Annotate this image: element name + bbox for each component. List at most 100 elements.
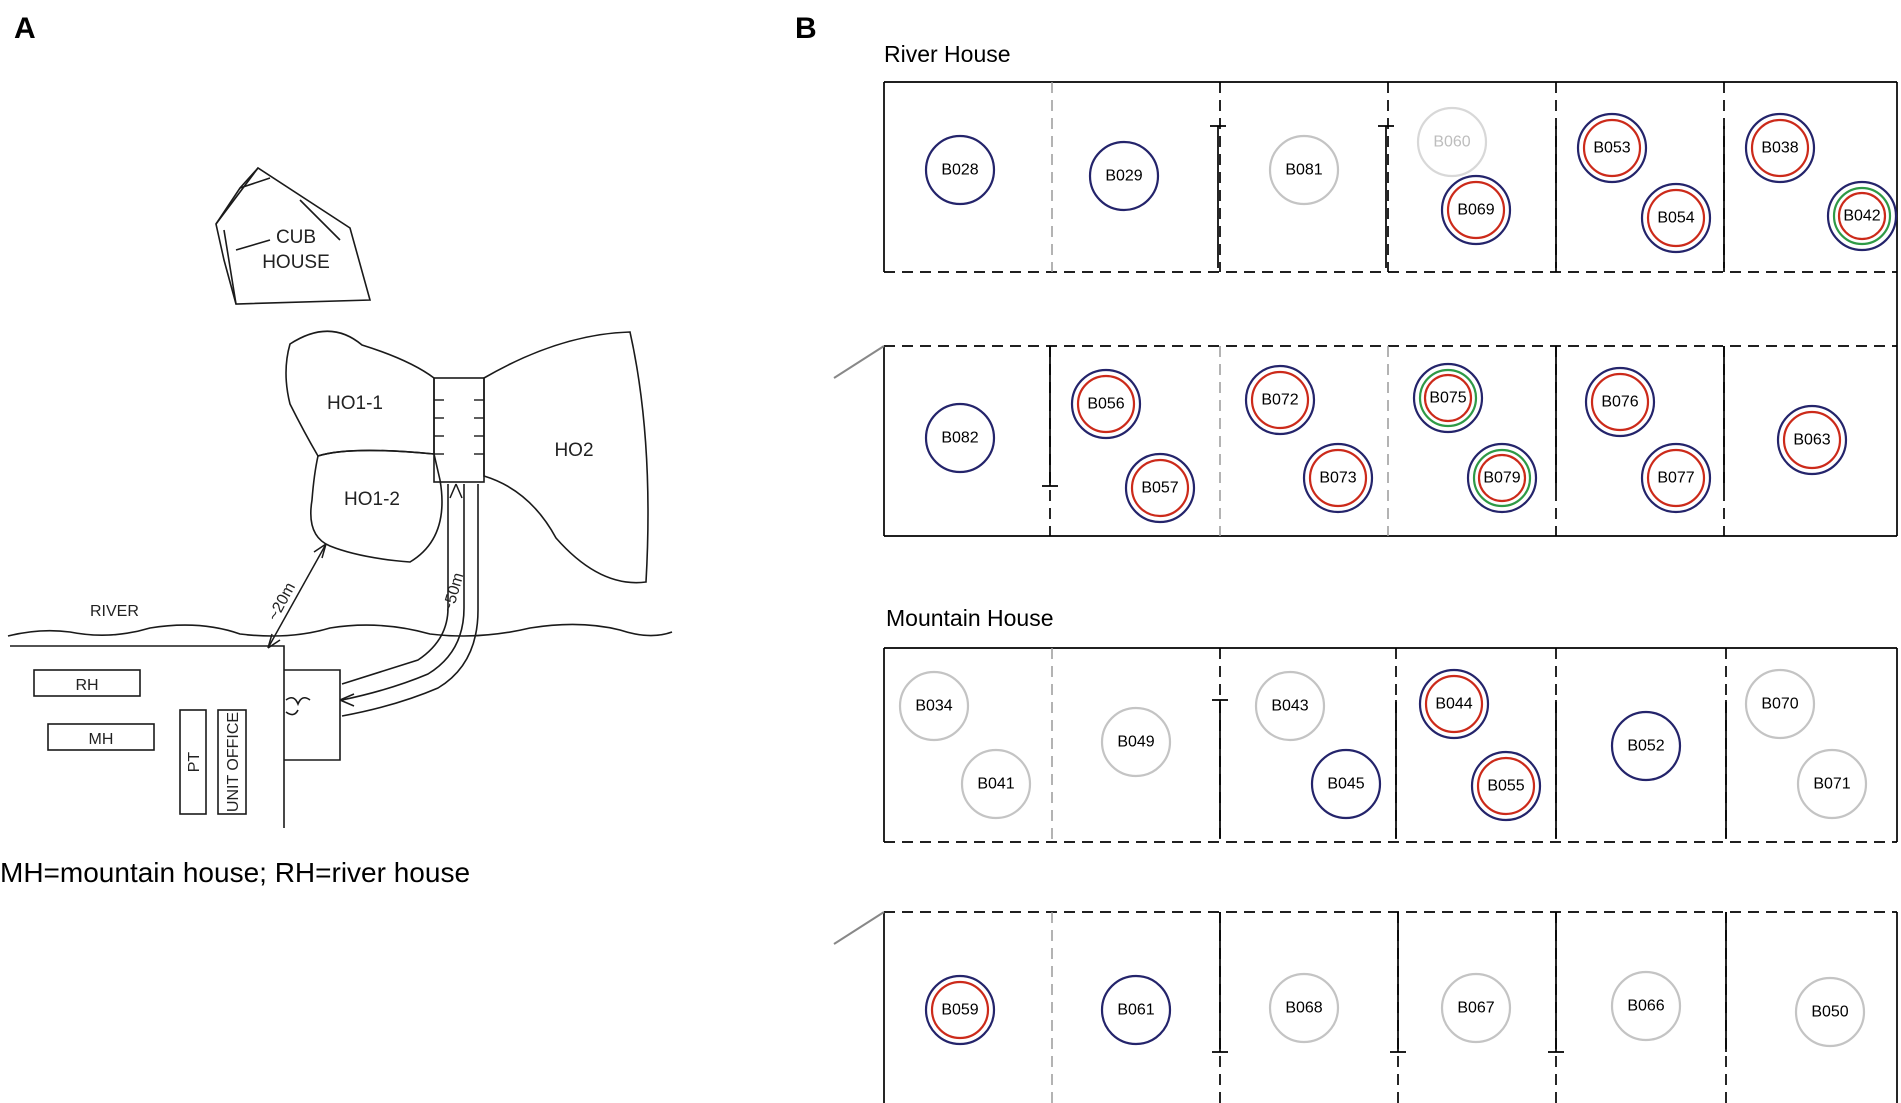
animal-marker-b038: B038 <box>1744 112 1816 184</box>
ring-gray <box>1100 706 1172 778</box>
ho1-1-label: HO1-1 <box>327 393 383 414</box>
building-block <box>10 645 341 828</box>
ring-navy <box>924 402 996 474</box>
animal-marker-b070: B070 <box>1744 668 1816 740</box>
animal-marker-b054: B054 <box>1640 182 1712 254</box>
animal-id-label: B052 <box>1627 738 1664 755</box>
mountain-house-title: Mountain House <box>886 605 1054 631</box>
ring-gray <box>1744 668 1816 740</box>
cub-house-label-line2: HOUSE <box>262 252 330 273</box>
animal-id-label: B081 <box>1285 162 1322 179</box>
mountain-house-animals: B034B041B049B043B045B044B055B052B070B071… <box>898 668 1868 1048</box>
panel-a-label: A <box>14 12 36 45</box>
animal-marker-b066: B066 <box>1610 970 1682 1042</box>
animal-id-label: B077 <box>1657 470 1694 487</box>
animal-id-label: B067 <box>1457 1000 1494 1017</box>
panel-b-label: B <box>795 12 817 45</box>
animal-id-label: B061 <box>1117 1002 1154 1019</box>
ring-navy <box>1610 710 1682 782</box>
ring-green <box>1832 186 1892 246</box>
animal-id-label: B042 <box>1843 208 1880 225</box>
animal-id-label: B069 <box>1457 202 1494 219</box>
animal-id-label: B072 <box>1261 392 1298 409</box>
animal-id-label: B028 <box>941 162 978 179</box>
cub-house-label-line1: CUB <box>276 227 316 248</box>
animal-id-label: B073 <box>1319 470 1356 487</box>
animal-marker-b049: B049 <box>1100 706 1172 778</box>
ring-navy <box>1088 140 1160 212</box>
animal-marker-b061: B061 <box>1100 974 1172 1046</box>
ring-green <box>1418 368 1478 428</box>
animal-marker-b028: B028 <box>924 134 996 206</box>
animal-id-label: B044 <box>1435 696 1472 713</box>
pt-label: PT <box>186 752 203 773</box>
animal-marker-b082: B082 <box>924 402 996 474</box>
ring-navy <box>1070 368 1142 440</box>
ring-gray <box>1254 670 1326 742</box>
animal-id-label: B041 <box>977 776 1014 793</box>
animal-id-label: B043 <box>1271 698 1308 715</box>
ring-gray <box>1796 748 1868 820</box>
animal-marker-b075: B075 <box>1412 362 1484 434</box>
ring-red <box>1076 374 1136 434</box>
animal-id-label: B075 <box>1429 390 1466 407</box>
animal-marker-b044: B044 <box>1418 668 1490 740</box>
animal-marker-b077: B077 <box>1640 442 1712 514</box>
animal-marker-b079: B079 <box>1466 442 1538 514</box>
ring-navy <box>1470 750 1542 822</box>
ring-red <box>1582 118 1642 178</box>
animal-marker-b057: B057 <box>1124 452 1196 524</box>
panel-a: A CUB HOUSE HO1-1 HO1-2 HO2 <box>0 12 673 888</box>
animal-id-label: B054 <box>1657 210 1694 227</box>
animal-marker-b060: B060 <box>1416 106 1488 178</box>
animal-marker-b034: B034 <box>898 670 970 742</box>
animal-id-label: B082 <box>941 430 978 447</box>
ring-red <box>1750 118 1810 178</box>
ring-red <box>1590 372 1650 432</box>
mh-box <box>47 723 155 751</box>
animal-marker-b043: B043 <box>1254 670 1326 742</box>
ring-navy <box>924 974 996 1046</box>
rh-box <box>33 669 141 697</box>
animal-id-label: B068 <box>1285 1000 1322 1017</box>
ring-navy <box>924 134 996 206</box>
animal-marker-b055: B055 <box>1470 750 1542 822</box>
animal-marker-b068: B068 <box>1268 972 1340 1044</box>
ring-navy <box>1776 404 1848 476</box>
animal-id-label: B059 <box>941 1002 978 1019</box>
animal-id-label: B038 <box>1761 140 1798 157</box>
ring-navy <box>1244 364 1316 436</box>
central-tower <box>433 377 485 483</box>
animal-id-label: B063 <box>1793 432 1830 449</box>
unit-office-box <box>217 709 247 815</box>
animal-marker-b069: B069 <box>1440 174 1512 246</box>
animal-marker-b081: B081 <box>1268 134 1340 206</box>
animal-marker-b050: B050 <box>1794 976 1866 1048</box>
ring-navy <box>1412 362 1484 434</box>
enclosure-ho1-2 <box>310 449 443 563</box>
animal-id-label: B060 <box>1433 134 1470 151</box>
animal-marker-b071: B071 <box>1796 748 1868 820</box>
animal-id-label: B050 <box>1811 1004 1848 1021</box>
ring-navy <box>1584 366 1656 438</box>
river-house-title: River House <box>884 41 1011 67</box>
ring-gray <box>960 748 1032 820</box>
ring-navy <box>1100 974 1172 1046</box>
animal-id-label: B057 <box>1141 480 1178 497</box>
mh-label: MH <box>89 731 114 748</box>
animal-marker-b059: B059 <box>924 974 996 1046</box>
ring-red <box>1424 674 1484 734</box>
animal-marker-b041: B041 <box>960 748 1032 820</box>
animal-id-label: B055 <box>1487 778 1524 795</box>
enclosure-ho2 <box>483 331 649 584</box>
ring-red <box>1250 370 1310 430</box>
ring-gray <box>1610 970 1682 1042</box>
ho2-label: HO2 <box>554 440 593 461</box>
ring-gray <box>898 670 970 742</box>
ring-red <box>1782 410 1842 470</box>
ring-navy <box>1466 442 1538 514</box>
mountain-house-layout <box>833 647 1898 1103</box>
animal-id-label: B070 <box>1761 696 1798 713</box>
ring-navy <box>1640 442 1712 514</box>
